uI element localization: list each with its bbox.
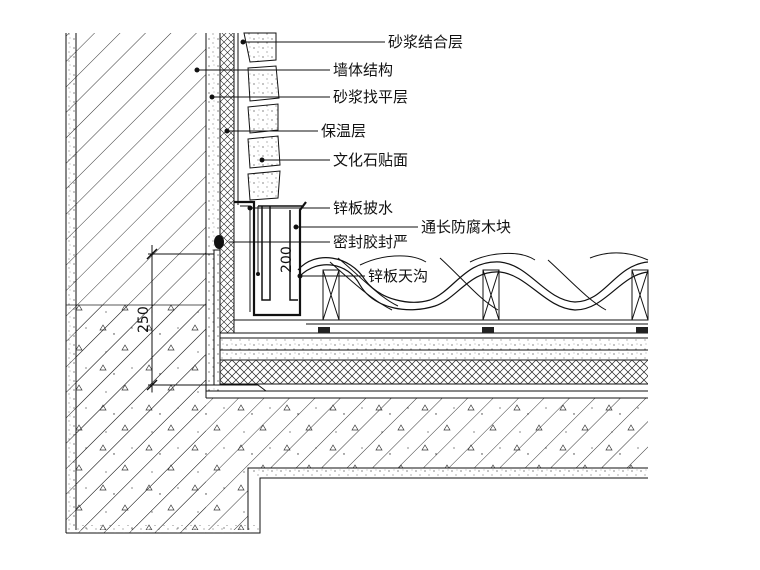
label-insulation-layer: 保温层 — [321, 122, 366, 140]
label-wall-structure: 墙体结构 — [333, 61, 393, 79]
dimension-250-label: 250 — [136, 306, 152, 333]
culture-stone-facing — [237, 32, 281, 205]
label-culture-stone-facing: 文化石贴面 — [333, 151, 408, 169]
roof-tiles — [297, 252, 649, 325]
label-mortar-bond-layer: 砂浆结合层 — [388, 33, 463, 51]
label-zinc-gutter: 锌板天沟 — [368, 267, 428, 285]
dimension-gutter-height: 200 — [256, 206, 295, 276]
dimension-upturn-height: 250 — [136, 245, 214, 392]
label-anticorrosive-wood-block: 通长防腐木块 — [421, 218, 511, 236]
insulation-layer — [220, 33, 235, 333]
mortar-leveling-layer — [206, 33, 221, 391]
label-zinc-flashing: 锌板披水 — [333, 199, 393, 217]
roof-layers — [206, 327, 648, 399]
dimension-200-label: 200 — [279, 246, 295, 273]
concrete-slab — [66, 305, 648, 534]
sealant-bead — [214, 235, 224, 249]
label-mortar-leveling-layer: 砂浆找平层 — [333, 88, 408, 106]
label-sealant: 密封胶封严 — [333, 233, 408, 251]
zinc-gutter — [234, 200, 648, 321]
leader-lines — [194, 39, 418, 279]
